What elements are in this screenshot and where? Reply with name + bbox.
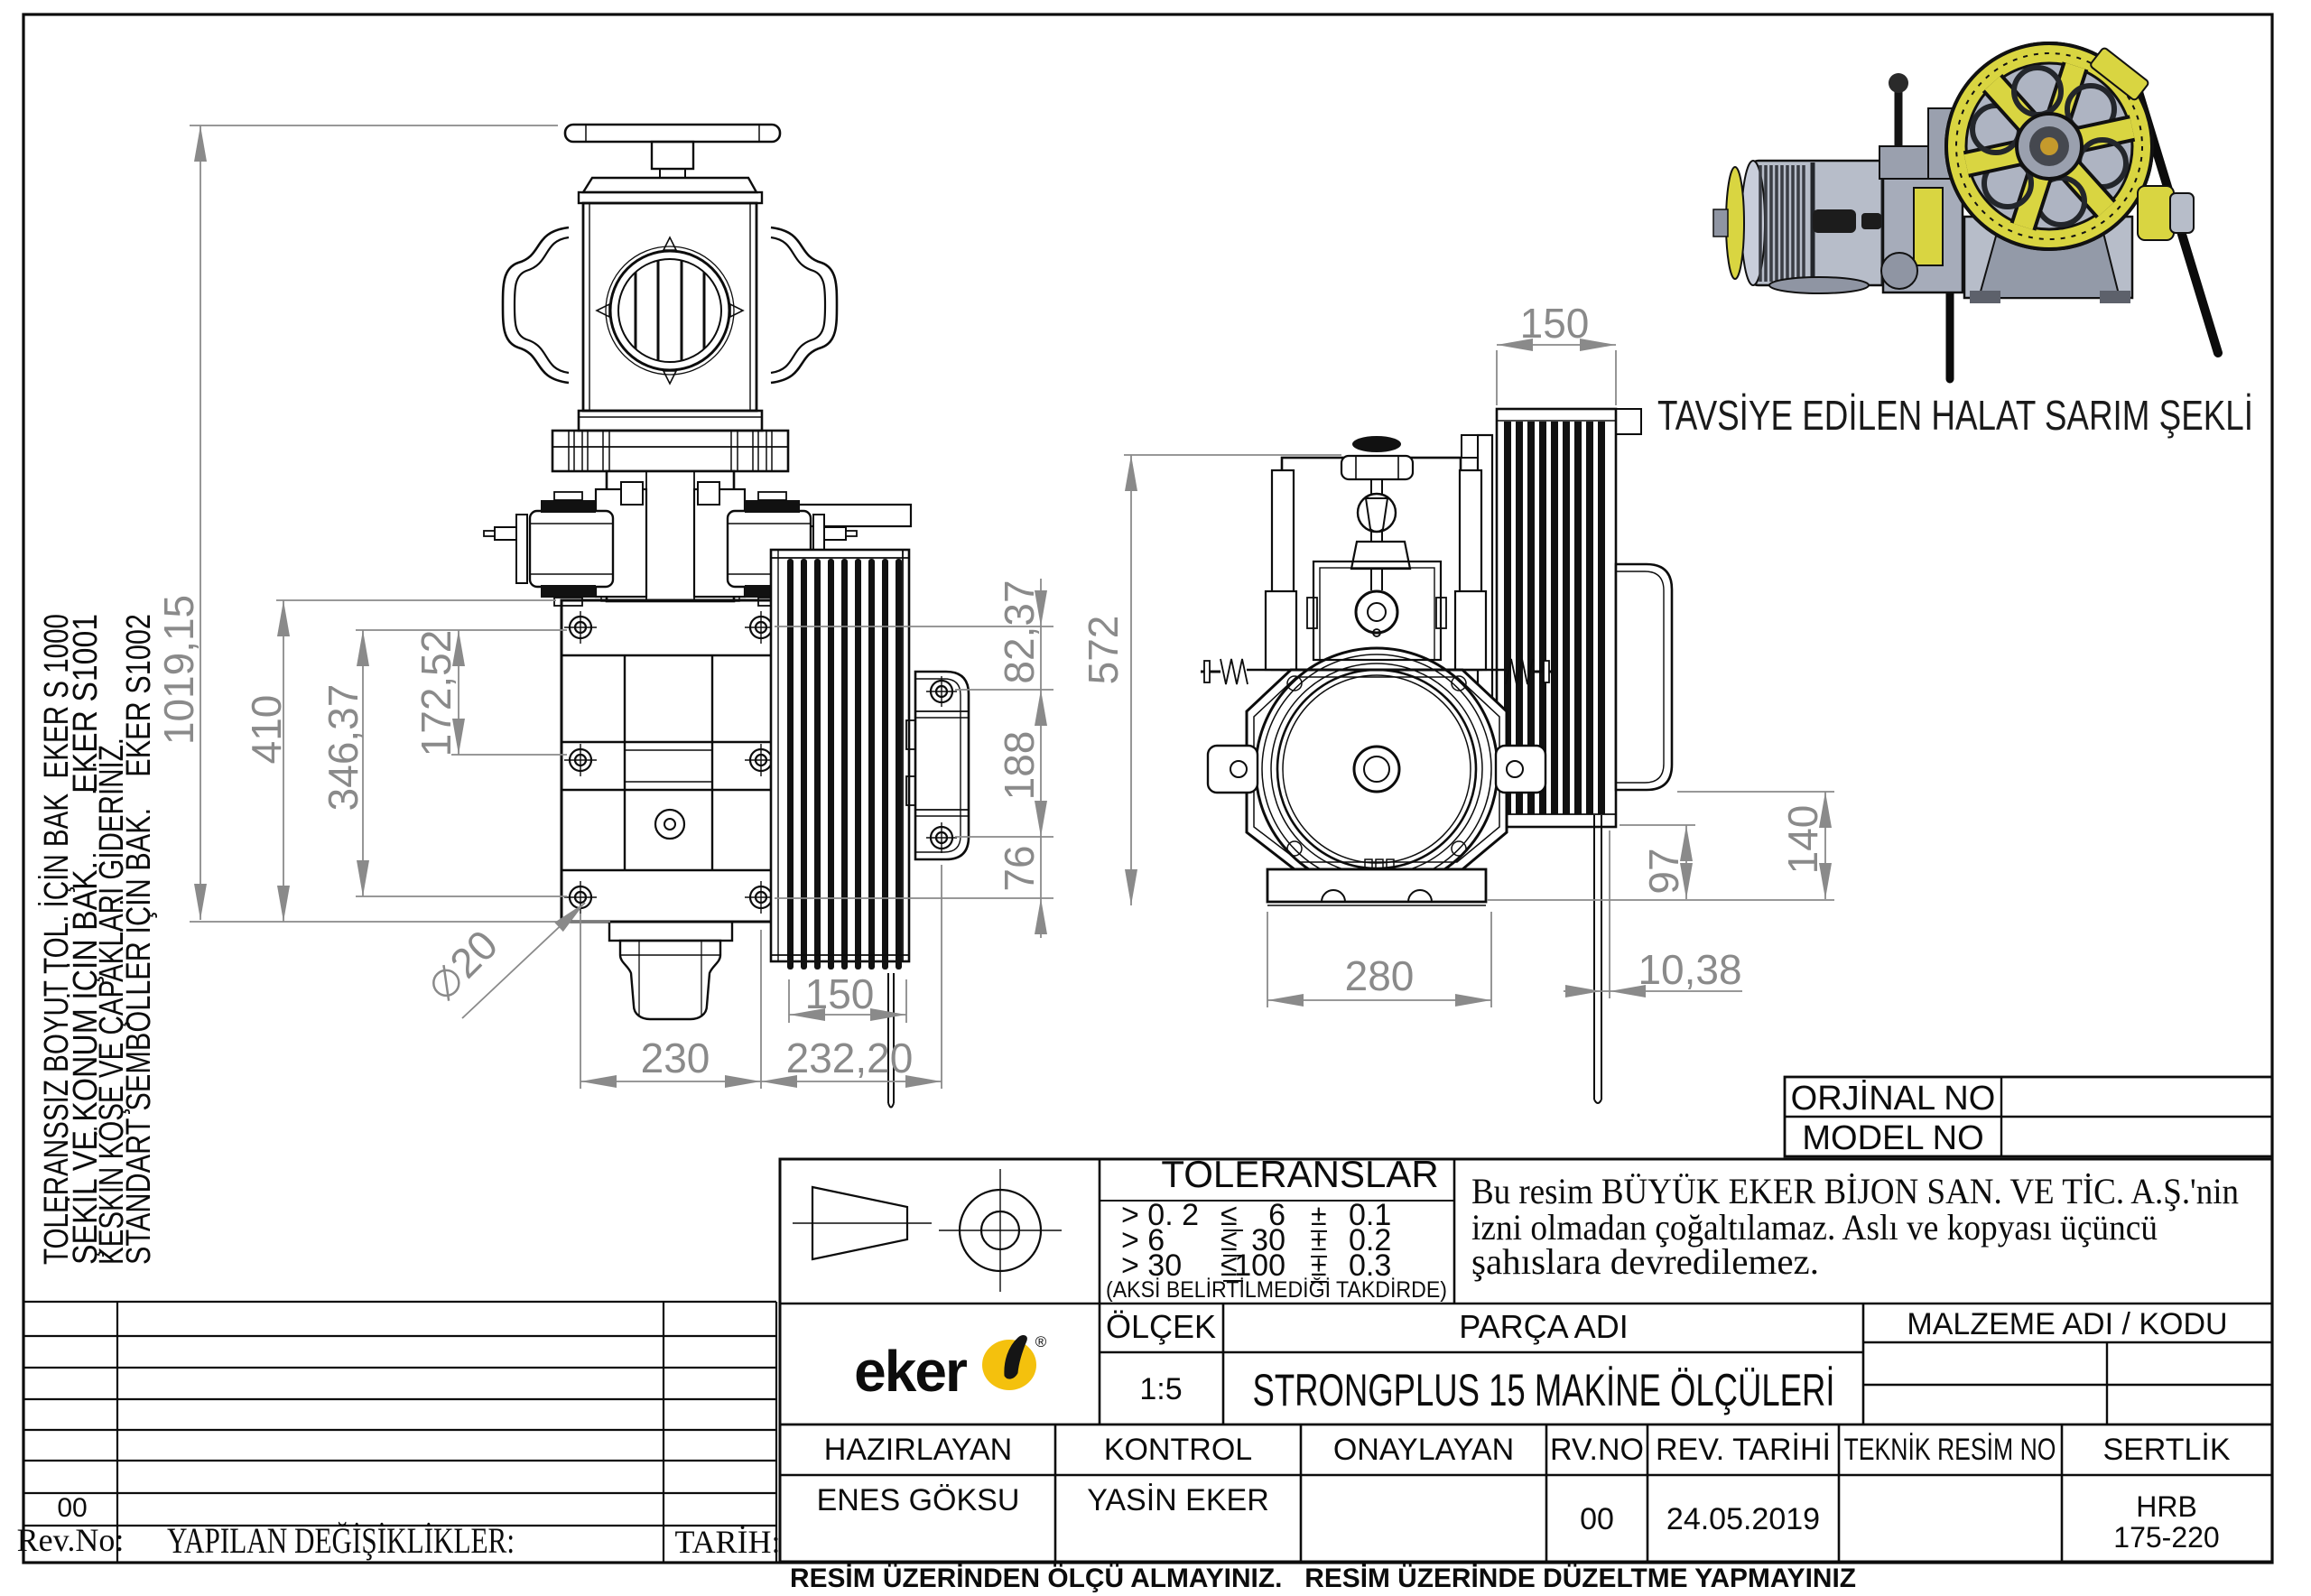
svg-text:> 0. 2: > 0. 2 [1121, 1198, 1199, 1232]
svg-text:172,52: 172,52 [413, 630, 459, 757]
svg-text:76: 76 [996, 845, 1043, 891]
svg-text:RV.NO: RV.NO [1550, 1433, 1644, 1467]
svg-text:150: 150 [805, 970, 875, 1017]
svg-text:572: 572 [1080, 616, 1127, 685]
svg-text:230: 230 [641, 1035, 710, 1081]
svg-text:±: ± [1311, 1224, 1327, 1257]
svg-text:232,20: 232,20 [786, 1035, 914, 1081]
svg-text:82,37: 82,37 [996, 580, 1043, 683]
svg-text:STRONGPLUS 15 MAKİNE ÖLÇÜLERİ: STRONGPLUS 15 MAKİNE ÖLÇÜLERİ [1253, 1365, 1835, 1415]
svg-text:MALZEME ADI / KODU: MALZEME ADI / KODU [1907, 1307, 2227, 1341]
svg-text:Rev.No:: Rev.No: [17, 1522, 125, 1558]
svg-text:şahıslara devredilemez.: şahıslara devredilemez. [1471, 1241, 1819, 1282]
svg-text:RESİM ÜZERİNDEN ÖLÇÜ ALMAYINIZ: RESİM ÜZERİNDEN ÖLÇÜ ALMAYINIZ. RESİM ÜZ… [790, 1564, 1856, 1593]
svg-text:24.05.2019: 24.05.2019 [1666, 1502, 1820, 1536]
svg-text:> 6: > 6 [1121, 1223, 1165, 1257]
svg-text:±: ± [1311, 1199, 1327, 1231]
svg-text:≤: ≤ [1220, 1248, 1238, 1283]
svg-text:> 30: > 30 [1121, 1248, 1182, 1283]
svg-text:100: 100 [1234, 1248, 1285, 1283]
svg-text:HRB: HRB [2136, 1490, 2197, 1523]
svg-text:TARİH:: TARİH: [674, 1524, 780, 1560]
svg-text:TEKNİK RESİM NO: TEKNİK RESİM NO [1844, 1433, 2056, 1467]
svg-text:≤: ≤ [1220, 1223, 1238, 1257]
svg-text:10,38: 10,38 [1638, 946, 1741, 993]
svg-text:ŞEKİL VE KONUM İÇİN BAK.: ŞEKİL VE KONUM İÇİN BAK. EKER S1001 [66, 614, 105, 1265]
svg-text:1019,15: 1019,15 [155, 595, 202, 745]
svg-text:00: 00 [57, 1493, 87, 1523]
svg-text:≤: ≤ [1220, 1198, 1238, 1232]
svg-text:150: 150 [1520, 300, 1590, 347]
svg-text:346,37: 346,37 [320, 684, 367, 812]
svg-text:410: 410 [243, 695, 290, 765]
svg-text:ENES GÖKSU: ENES GÖKSU [817, 1483, 1020, 1517]
svg-text:YAPILAN DEĞİŞİKLİKLER:: YAPILAN DEĞİŞİKLİKLER: [167, 1520, 515, 1561]
svg-text:30: 30 [1251, 1223, 1285, 1257]
svg-text:MODEL NO: MODEL NO [1802, 1119, 1983, 1157]
svg-text:eker: eker [854, 1339, 967, 1404]
svg-text:6: 6 [1268, 1198, 1285, 1232]
svg-text:REV. TARİHİ: REV. TARİHİ [1656, 1433, 1831, 1467]
svg-text:Bu resim BÜYÜK EKER BİJON SAN.: Bu resim BÜYÜK EKER BİJON SAN. VE TİC. A… [1471, 1171, 2239, 1211]
svg-text:188: 188 [996, 731, 1043, 801]
svg-text:175-220: 175-220 [2113, 1521, 2219, 1554]
svg-text:0.1: 0.1 [1349, 1198, 1391, 1232]
svg-text:00: 00 [1580, 1502, 1614, 1536]
svg-text:STANDART SEMBOLLER İÇİN BAK.: STANDART SEMBOLLER İÇİN BAK. EKER S1002 [119, 614, 158, 1265]
svg-text:TAVSİYE EDİLEN HALAT SARIM ŞEK: TAVSİYE EDİLEN HALAT SARIM ŞEKLİ [1657, 392, 2253, 439]
svg-text:ONAYLAYAN: ONAYLAYAN [1333, 1433, 1514, 1467]
svg-text:TOLERANSLAR: TOLERANSLAR [1161, 1153, 1438, 1195]
svg-text:±: ± [1311, 1249, 1327, 1282]
svg-text:ORJİNAL NO: ORJİNAL NO [1791, 1079, 1996, 1118]
svg-text:TOLERANSSIZ BOYUT TOL. İÇİN BA: TOLERANSSIZ BOYUT TOL. İÇİN BAK EKER S 1… [37, 614, 76, 1265]
svg-text:97: 97 [1640, 848, 1687, 894]
svg-text:280: 280 [1345, 952, 1415, 999]
svg-text:0.2: 0.2 [1349, 1223, 1391, 1257]
svg-text:SERTLİK: SERTLİK [2102, 1433, 2230, 1467]
svg-text:ÖLÇEK: ÖLÇEK [1106, 1308, 1216, 1345]
svg-text:®: ® [1035, 1333, 1047, 1350]
svg-text:140: 140 [1779, 805, 1826, 875]
svg-text:YASİN EKER: YASİN EKER [1087, 1483, 1269, 1517]
svg-text:PARÇA ADI: PARÇA ADI [1459, 1308, 1628, 1345]
svg-text:1:5: 1:5 [1139, 1372, 1182, 1406]
svg-text:KESKİN KÖŞE VE ÇAPAKLARI GİDER: KESKİN KÖŞE VE ÇAPAKLARI GİDERİNİZ. [92, 738, 131, 1265]
svg-text:(AKSİ BELİRTİLMEDİĞİ TAKDİRDE): (AKSİ BELİRTİLMEDİĞİ TAKDİRDE) [1106, 1276, 1447, 1303]
svg-text:izni olmadan çoğaltılamaz. Asl: izni olmadan çoğaltılamaz. Aslı ve kopya… [1471, 1207, 2158, 1248]
svg-text:KONTROL: KONTROL [1104, 1433, 1252, 1467]
svg-text:HAZIRLAYAN: HAZIRLAYAN [824, 1433, 1012, 1467]
svg-text:0.3: 0.3 [1349, 1248, 1391, 1283]
